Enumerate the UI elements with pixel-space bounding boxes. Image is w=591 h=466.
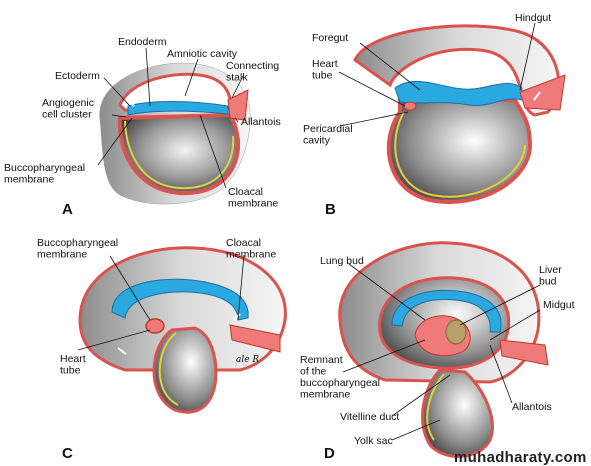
panel-c-letter: C [62,445,73,462]
label-d-yolk-sac: Yolk sac [354,435,393,447]
panel-c-endoderm-line [158,332,179,406]
panel-a-connecting-stalk [227,89,249,121]
label-d-lung-bud: Lung bud [320,255,364,267]
panel-b-connecting-stalk [519,74,566,111]
label-d-vitelline: Vitelline duct [340,411,399,423]
panel-d-endoderm-line [426,373,445,441]
panel-c-heart-tube [145,318,165,334]
panel-b-letter: B [325,201,336,218]
panel-c-yolk-sac [152,326,218,414]
panel-b-fold-arrow-left [379,99,389,105]
panel-d-neural-tube [391,289,502,333]
panel-b-heart-tube [403,101,417,111]
label-d-allantois: Allantois [512,401,552,413]
panel-b-amnion-shell [353,24,561,117]
label-d-midgut: Midgut [543,299,575,311]
panel-a-fold-arrow-right [208,94,215,104]
watermark: muhadharaty.com [454,449,587,466]
label-a-ectoderm: Ectoderm [55,70,100,82]
panel-c [78,246,287,414]
panel-d [338,241,549,458]
panel-a-letter: A [62,201,73,218]
label-b-foregut: Foregut [312,32,348,44]
panel-a-embryonic-disc [127,101,229,116]
panel-a-endoderm-line [124,120,235,190]
panel-b-fold-arrow-right [533,91,541,101]
panel-d-liver-bud [445,319,467,345]
panel-b-yolk-sac [386,98,533,204]
leader-lines [77,22,541,441]
label-a-amniotic-cavity: Amniotic cavity [167,48,238,60]
panel-d-letter: D [324,445,335,462]
panel-c-neural-tube [111,278,249,321]
panel-b [353,24,566,204]
label-b-hindgut: Hindgut [515,12,551,24]
panel-a-fold-arrow-left [127,99,135,107]
label-a-allantois: Allantois [241,116,281,128]
panel-a-yolk-sac [117,112,241,196]
panel-d-connecting-stalk [499,339,549,366]
panel-b-neural-tube [394,80,523,106]
panel-d-yolk-sac [421,368,494,458]
panel-b-endoderm-line [394,111,526,198]
panel-c-fold-arrow-left [117,347,127,355]
artist-signature: ale R [236,355,259,365]
label-a-endoderm: Endoderm [118,36,167,48]
panel-a [99,62,251,205]
panel-c-connecting-stalk [229,324,281,353]
panel-c-fold-arrow-right [233,313,241,321]
